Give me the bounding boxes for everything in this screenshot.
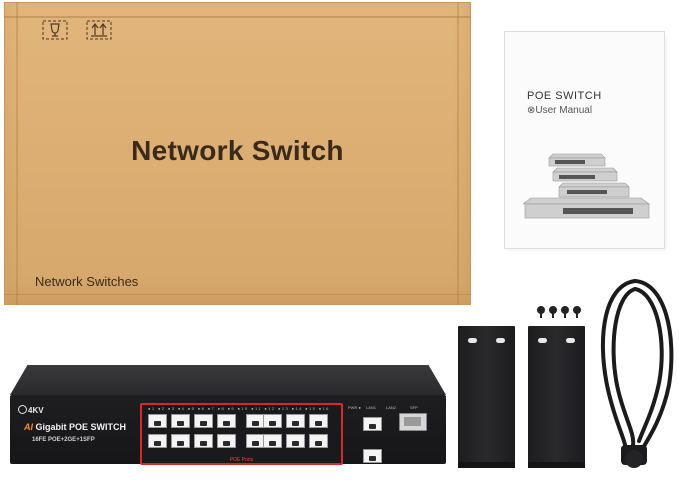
- poe-port-grid: [148, 414, 330, 450]
- mount-hole: [566, 338, 575, 343]
- poe-switch: 4KV AI Gigabit POE SWITCH 16FE POE+2GE+1…: [10, 395, 446, 465]
- poe-port-panel: ●1 ●2 ●3 ●4 ●5 ●6 ●7 ●8 ●9 ●10 ●11 ●12 ●…: [140, 403, 343, 465]
- box-subtitle: Network Switches: [35, 274, 139, 289]
- uplink-port-2: [363, 449, 382, 463]
- fragile-glass-icon: [42, 20, 68, 40]
- brand-logo-icon: [18, 405, 27, 414]
- screw: [561, 306, 569, 318]
- screw: [537, 306, 545, 318]
- screw: [573, 306, 581, 318]
- port-led-labels: ●1 ●2 ●3 ●4 ●5 ●6 ●7 ●8 ●9 ●10 ●11 ●12 ●…: [148, 406, 330, 411]
- screw: [549, 306, 557, 318]
- user-manual: POE SWITCH ⊗User Manual: [505, 32, 664, 248]
- manual-title: POE SWITCH: [527, 90, 602, 102]
- uplink-port-1: [363, 417, 382, 431]
- rj45-port: [171, 414, 190, 428]
- rj45-port: [148, 434, 167, 448]
- manual-subtitle: ⊗User Manual: [527, 105, 593, 116]
- rj45-port: [246, 434, 265, 448]
- rj45-port: [286, 414, 305, 428]
- ear-flange: [458, 462, 515, 468]
- box-title: Network Switch: [131, 135, 344, 166]
- manual-logo-icon: ⊗: [527, 105, 536, 116]
- rj45-port: [309, 434, 328, 448]
- rj45-port: [194, 414, 213, 428]
- box-flap-line: [457, 2, 459, 305]
- rack-mount-ear: [528, 326, 585, 468]
- manual-switch-illustration: [523, 153, 650, 219]
- mount-hole: [538, 338, 547, 343]
- ear-flange: [528, 462, 585, 468]
- box-seam: [4, 294, 471, 295]
- product-box: Network Switch Network Switches: [4, 2, 471, 305]
- box-seam: [4, 16, 471, 18]
- mount-hole: [468, 338, 477, 343]
- rj45-port: [263, 414, 282, 428]
- rj45-port: [194, 434, 213, 448]
- lan1-label: LAN1: [366, 405, 377, 410]
- rj45-port: [286, 434, 305, 448]
- rj45-port: [148, 414, 167, 428]
- this-way-up-icon: [86, 20, 112, 40]
- rj45-port: [217, 414, 236, 428]
- rj45-port: [309, 414, 328, 428]
- brand-logo: 4KV: [18, 405, 44, 415]
- rj45-port: [171, 434, 190, 448]
- power-led-label: PWR ●: [348, 405, 361, 410]
- poe-ports-label: POE Ports: [229, 457, 254, 463]
- lan2-label: LAN2: [386, 405, 397, 410]
- rj45-port: [246, 414, 265, 428]
- port-spec: 16FE POE+2GE+1SFP: [32, 437, 95, 443]
- power-cord: [600, 279, 674, 468]
- box-flap-line: [16, 2, 18, 305]
- rj45-port: [217, 434, 236, 448]
- rj45-port: [263, 434, 282, 448]
- sfp-port: [399, 413, 427, 431]
- mount-hole: [496, 338, 505, 343]
- switch-top-panel: [10, 365, 446, 395]
- model-name: AI Gigabit POE SWITCH: [24, 422, 127, 432]
- rack-mount-ear: [458, 326, 515, 468]
- sfp-label: SFP: [410, 405, 418, 410]
